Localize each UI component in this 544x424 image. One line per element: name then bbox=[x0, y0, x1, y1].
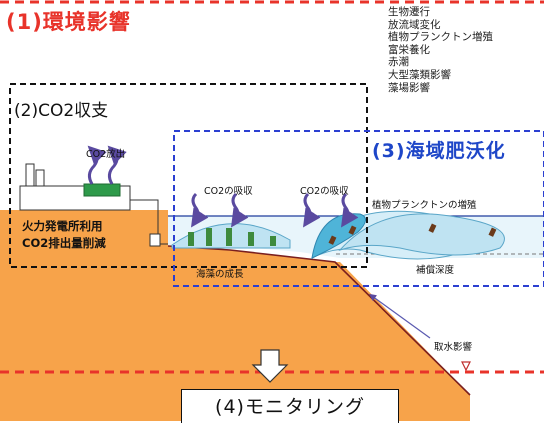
down-arrow-icon bbox=[251, 349, 289, 383]
plant-pipe bbox=[130, 199, 168, 245]
co2-absorption-label-1: CO2の吸収 bbox=[204, 186, 253, 197]
intake-impact-label: 取水影響 bbox=[434, 342, 473, 353]
effects-list-item: 赤潮 bbox=[388, 56, 409, 69]
intake-arrow bbox=[369, 293, 431, 339]
co2-absorption-label-2: CO2の吸収 bbox=[300, 186, 349, 197]
effects-list-item: 放流域変化 bbox=[388, 18, 441, 31]
plankton-dot-3 bbox=[488, 227, 497, 237]
co2-emission-label: CO2放出 bbox=[86, 149, 126, 160]
marine-fertilization-title: (3)海域肥沃化 bbox=[372, 140, 506, 162]
seaweed-kelp-3 bbox=[226, 228, 232, 246]
land-mass bbox=[0, 210, 470, 421]
plankton-dot-4 bbox=[328, 235, 337, 245]
compensation-depth-label: 補償深度 bbox=[416, 265, 455, 276]
emission-arrow-1 bbox=[87, 145, 107, 185]
effects-list: 生物遷行 放流域変化 植物プランクトン増殖 富栄養化 赤潮 大型藻類影響 藻場影… bbox=[388, 6, 493, 94]
plant-outlet-box bbox=[149, 233, 161, 247]
absorption-arrow-4 bbox=[341, 192, 359, 228]
seaweed-kelp-4 bbox=[248, 232, 254, 246]
seaweed-kelp-2 bbox=[206, 228, 212, 246]
seaweed-kelp-1 bbox=[188, 232, 194, 246]
seaweed-growth-label: 海藻の成長 bbox=[196, 269, 244, 280]
plankton-dot-2 bbox=[428, 223, 437, 233]
effects-list-item: 大型藻類影響 bbox=[388, 68, 451, 81]
intake-marker bbox=[461, 361, 471, 372]
effects-list-item: 富栄養化 bbox=[388, 43, 430, 56]
environmental-impact-title: (1)環境影響 bbox=[6, 10, 131, 34]
seabed-line bbox=[167, 245, 471, 396]
plankton-dot-1 bbox=[348, 225, 357, 235]
plant-green-roof bbox=[83, 183, 121, 197]
effects-list-item: 藻場影響 bbox=[388, 81, 430, 94]
plant-label-line1: 火力発電所利用 bbox=[22, 219, 103, 233]
effects-list-item: 生物遷行 bbox=[388, 6, 430, 18]
co2-balance-title: (2)CO2収支 bbox=[14, 101, 109, 121]
fertilization-box bbox=[173, 130, 544, 287]
plankton-bloom-mid bbox=[338, 213, 505, 256]
monitoring-title: (4)モニタリング bbox=[181, 389, 399, 423]
absorption-arrow-2 bbox=[231, 192, 249, 228]
plant-stack-2 bbox=[35, 169, 45, 189]
absorption-arrow-1 bbox=[191, 192, 209, 228]
effects-list-item: 植物プランクトン増殖 bbox=[388, 31, 493, 44]
plant-stack bbox=[25, 163, 35, 189]
emission-arrow-2 bbox=[107, 145, 127, 185]
seaweed-kelp-5 bbox=[270, 236, 276, 246]
phytoplankton-growth-label: 植物プランクトンの増殖 bbox=[372, 200, 477, 211]
plant-label-line2: CO2排出量削減 bbox=[22, 236, 106, 250]
absorption-arrow-3 bbox=[303, 192, 321, 228]
plant-label: 火力発電所利用 CO2排出量削減 bbox=[22, 218, 106, 252]
